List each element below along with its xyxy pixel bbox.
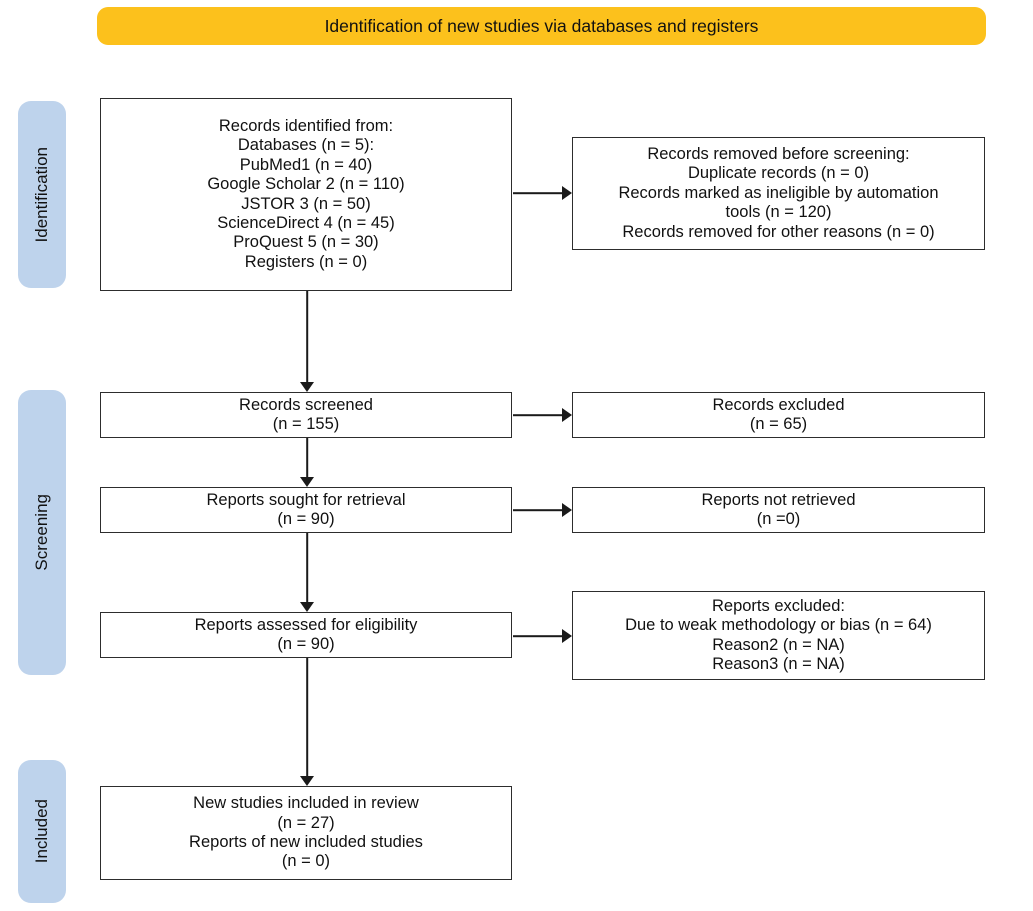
- banner-title: Identification of new studies via databa…: [324, 15, 759, 36]
- arrow-assessed-to-reports-excluded: [513, 628, 572, 644]
- arrow-shaft: [306, 438, 308, 478]
- arrow-shaft: [306, 533, 308, 603]
- stage-label-identification-text: Identification: [32, 146, 51, 243]
- banner: Identification of new studies via databa…: [97, 7, 986, 45]
- stage-label-identification: Identification: [18, 101, 66, 288]
- stage-label-screening: Screening: [18, 390, 66, 675]
- box-reports-excluded: Reports excluded: Due to weak methodolog…: [572, 591, 985, 680]
- arrow-head-icon: [562, 503, 572, 517]
- box-records-excluded: Records excluded (n = 65): [572, 392, 985, 438]
- box-records-screened-text: Records screened (n = 155): [239, 395, 373, 433]
- arrow-shaft: [513, 414, 563, 416]
- arrow-head-icon: [300, 776, 314, 786]
- box-studies-included: New studies included in review (n = 27) …: [100, 786, 512, 880]
- arrow-head-icon: [300, 602, 314, 612]
- arrow-shaft: [513, 635, 563, 637]
- box-records-identified: Records identified from: Databases (n = …: [100, 98, 512, 291]
- arrow-shaft: [306, 291, 308, 383]
- box-reports-excluded-text: Reports excluded: Due to weak methodolog…: [625, 596, 932, 673]
- stage-label-screening-text: Screening: [32, 494, 51, 571]
- arrow-head-icon: [562, 629, 572, 643]
- box-reports-not-retrieved: Reports not retrieved (n =0): [572, 487, 985, 533]
- arrow-identified-to-removed: [513, 185, 572, 201]
- arrow-screened-to-sought: [299, 438, 315, 487]
- arrow-head-icon: [300, 382, 314, 392]
- arrow-shaft: [306, 658, 308, 777]
- box-reports-not-retrieved-text: Reports not retrieved (n =0): [701, 490, 856, 528]
- arrow-assessed-to-included: [299, 658, 315, 786]
- box-studies-included-text: New studies included in review (n = 27) …: [189, 794, 423, 871]
- stage-label-included-text: Included: [32, 799, 51, 864]
- box-reports-assessed-text: Reports assessed for eligibility (n = 90…: [194, 615, 418, 653]
- box-records-removed: Records removed before screening: Duplic…: [572, 137, 985, 250]
- arrow-shaft: [513, 192, 563, 194]
- box-records-excluded-text: Records excluded (n = 65): [712, 395, 845, 433]
- box-reports-sought-text: Reports sought for retrieval (n = 90): [206, 490, 406, 528]
- arrow-head-icon: [300, 477, 314, 487]
- box-records-screened: Records screened (n = 155): [100, 392, 512, 438]
- arrow-screened-to-excluded: [513, 407, 572, 423]
- box-records-identified-text: Records identified from: Databases (n = …: [207, 116, 405, 271]
- box-records-removed-text: Records removed before screening: Duplic…: [618, 144, 939, 241]
- arrow-head-icon: [562, 408, 572, 422]
- stage-label-included: Included: [18, 760, 66, 903]
- arrow-shaft: [513, 509, 563, 511]
- arrow-sought-to-not-retrieved: [513, 502, 572, 518]
- box-reports-sought: Reports sought for retrieval (n = 90): [100, 487, 512, 533]
- box-reports-assessed: Reports assessed for eligibility (n = 90…: [100, 612, 512, 658]
- arrow-identified-to-screened: [299, 291, 315, 392]
- arrow-sought-to-assessed: [299, 533, 315, 612]
- arrow-head-icon: [562, 186, 572, 200]
